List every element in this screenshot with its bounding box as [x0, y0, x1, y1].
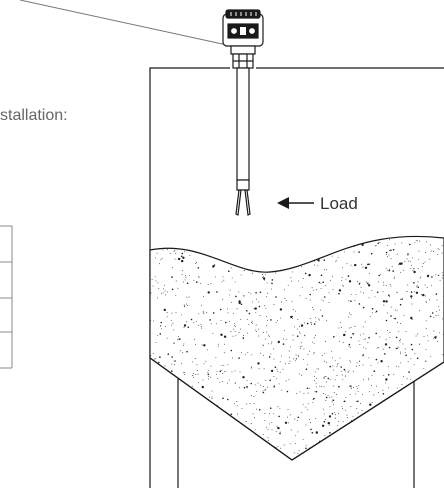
hopper-edge-left	[149, 357, 293, 461]
load-annotation: Load	[277, 194, 358, 213]
hopper-bottom	[149, 357, 444, 461]
leader-line	[19, 0, 228, 46]
sensor-fork-right-tine	[244, 189, 251, 216]
partial-table	[0, 225, 13, 369]
bulk-material	[149, 235, 444, 461]
material-fill	[149, 235, 444, 461]
hopper-edge-right	[291, 361, 444, 461]
sensor-fork-left-tine	[235, 189, 242, 216]
sensor-probe-rod	[236, 67, 250, 181]
partial-installation-text: stallation:	[0, 107, 68, 124]
sensor-collar	[230, 45, 256, 55]
level-sensor	[222, 9, 264, 216]
sensor-indicator-middle	[240, 27, 246, 35]
load-label: Load	[320, 194, 358, 213]
sensor-indicator-right	[247, 26, 257, 36]
sensor-indicator-left	[229, 26, 239, 36]
sensor-probe-tip	[236, 179, 250, 191]
load-arrow-head	[277, 197, 289, 209]
sensor-cap-ridges	[230, 12, 257, 16]
